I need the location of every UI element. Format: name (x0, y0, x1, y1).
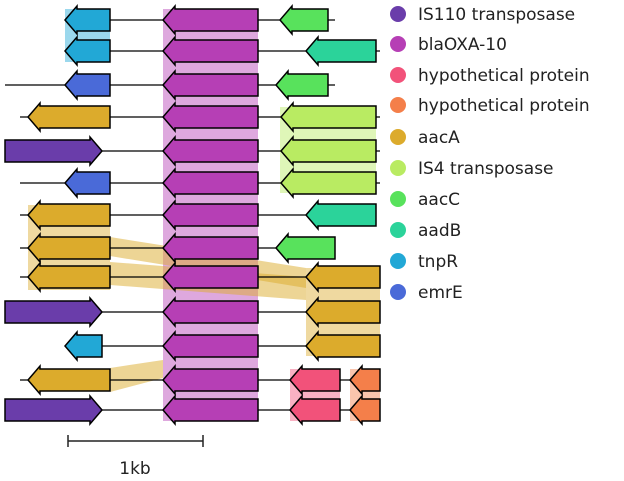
legend-label: tnpR (418, 252, 458, 272)
gene-arrow-aacA (305, 260, 381, 294)
legend-dot-icon (390, 6, 406, 22)
gene-arrow-bla (162, 231, 259, 265)
gene-arrow-aacC (275, 68, 329, 102)
gene-arrow-aadB (305, 34, 377, 68)
gene-arrow-bla (162, 3, 259, 37)
gene-arrow-bla (162, 198, 259, 232)
gene-arrow-aacC (279, 3, 329, 37)
gene-arrow-aacA (305, 329, 381, 363)
legend-item: aadB (390, 221, 461, 241)
legend-label: emrE (418, 283, 463, 303)
gene-arrow-emrE (64, 166, 111, 200)
gene-arrow-hypA (289, 393, 341, 427)
gene-arrow-bla (162, 68, 259, 102)
legend-dot-icon (390, 97, 406, 113)
gene-arrow-bla (162, 393, 259, 427)
legend-item: blaOXA-10 (390, 35, 507, 55)
gene-arrow-bla (162, 295, 259, 329)
legend-dot-icon (390, 67, 406, 83)
gene-arrow-aadB (305, 198, 377, 232)
gene-arrow-IS4 (280, 134, 377, 168)
gene-arrow-tnpR (64, 3, 111, 37)
gene-arrow-aacC (275, 231, 336, 265)
legend-item: aacC (390, 190, 460, 210)
gene-arrow-aacA (305, 295, 381, 329)
legend-item: IS110 transposase (390, 5, 575, 25)
gene-arrow-bla (162, 34, 259, 68)
gene-arrow-IS4 (280, 100, 377, 134)
gene-arrow-emrE (64, 68, 111, 102)
legend-item: IS4 transposase (390, 159, 554, 179)
gene-arrow-tnpR (64, 329, 103, 363)
gene-arrows (4, 3, 381, 427)
gene-arrow-IS110 (4, 295, 103, 329)
gene-arrow-bla (162, 100, 259, 134)
scale-bar: 1kb (67, 435, 204, 479)
legend-label: hypothetical protein (418, 96, 590, 116)
gene-arrow-hypB (349, 363, 381, 397)
homology-link-aacA (110, 360, 163, 392)
legend-dot-icon (390, 284, 406, 300)
gene-arrow-IS110 (4, 393, 103, 427)
gene-arrow-bla (162, 363, 259, 397)
legend-item: hypothetical protein (390, 66, 590, 86)
legend-item: hypothetical protein (390, 96, 590, 116)
legend-item: tnpR (390, 252, 458, 272)
gene-arrow-bla (162, 260, 259, 294)
legend-dot-icon (390, 191, 406, 207)
legend-label: aacA (418, 128, 460, 148)
gene-arrow-bla (162, 134, 259, 168)
legend-label: IS110 transposase (418, 5, 575, 25)
legend-dot-icon (390, 129, 406, 145)
legend-item: aacA (390, 128, 460, 148)
gene-arrow-aacA (27, 100, 111, 134)
gene-arrow-aacA (27, 260, 111, 294)
gene-arrow-IS110 (4, 134, 103, 168)
legend-label: IS4 transposase (418, 159, 554, 179)
legend-label: aacC (418, 190, 460, 210)
gene-arrow-bla (162, 166, 259, 200)
legend-label: aadB (418, 221, 461, 241)
legend-dot-icon (390, 222, 406, 238)
legend-dot-icon (390, 36, 406, 52)
legend-label: hypothetical protein (418, 66, 590, 86)
gene-arrow-tnpR (64, 34, 111, 68)
gene-arrow-aacA (27, 198, 111, 232)
legend-dot-icon (390, 253, 406, 269)
gene-arrow-bla (162, 329, 259, 363)
legend-label: blaOXA-10 (418, 35, 507, 55)
gene-arrow-aacA (27, 363, 111, 397)
gene-arrow-hypB (349, 393, 381, 427)
legend-item: emrE (390, 283, 463, 303)
legend-dot-icon (390, 160, 406, 176)
gene-arrow-hypA (289, 363, 341, 397)
scale-bar-label: 1kb (119, 459, 150, 479)
legend: IS110 transposase blaOXA-10 hypothetical… (390, 5, 590, 303)
gene-arrow-IS4 (280, 166, 377, 200)
gene-arrow-aacA (27, 231, 111, 265)
